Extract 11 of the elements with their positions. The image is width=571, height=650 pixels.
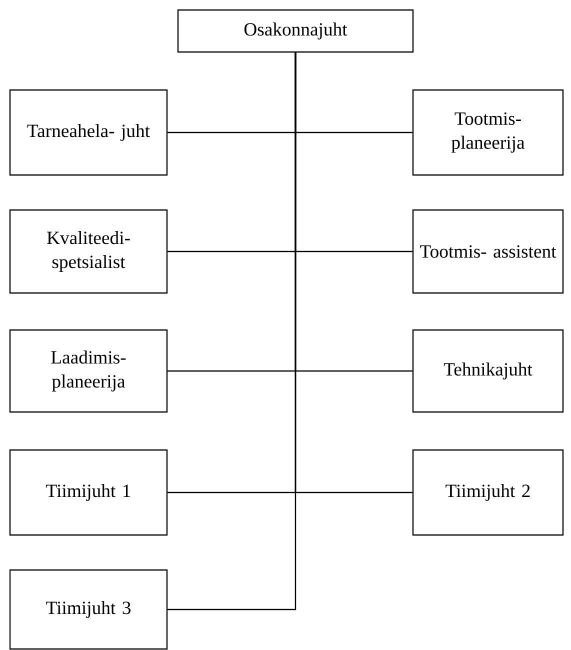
org-box: Tootmis- planeerija bbox=[412, 89, 564, 176]
org-box: Tehnikajuht bbox=[412, 329, 564, 413]
org-box: Tiimijuht 1 bbox=[9, 449, 168, 536]
org-box: Laadimis- planeerija bbox=[9, 329, 168, 413]
org-box: Osakonnajuht bbox=[177, 9, 414, 53]
org-box: Tiimijuht 2 bbox=[412, 449, 564, 536]
org-box: Tarneahela- juht bbox=[9, 89, 168, 176]
org-box: Tiimijuht 3 bbox=[9, 569, 168, 650]
connector-line bbox=[168, 52, 296, 610]
org-box: Kvaliteedi- spetsialist bbox=[9, 209, 168, 294]
org-box: Tootmis- assistent bbox=[412, 209, 564, 294]
